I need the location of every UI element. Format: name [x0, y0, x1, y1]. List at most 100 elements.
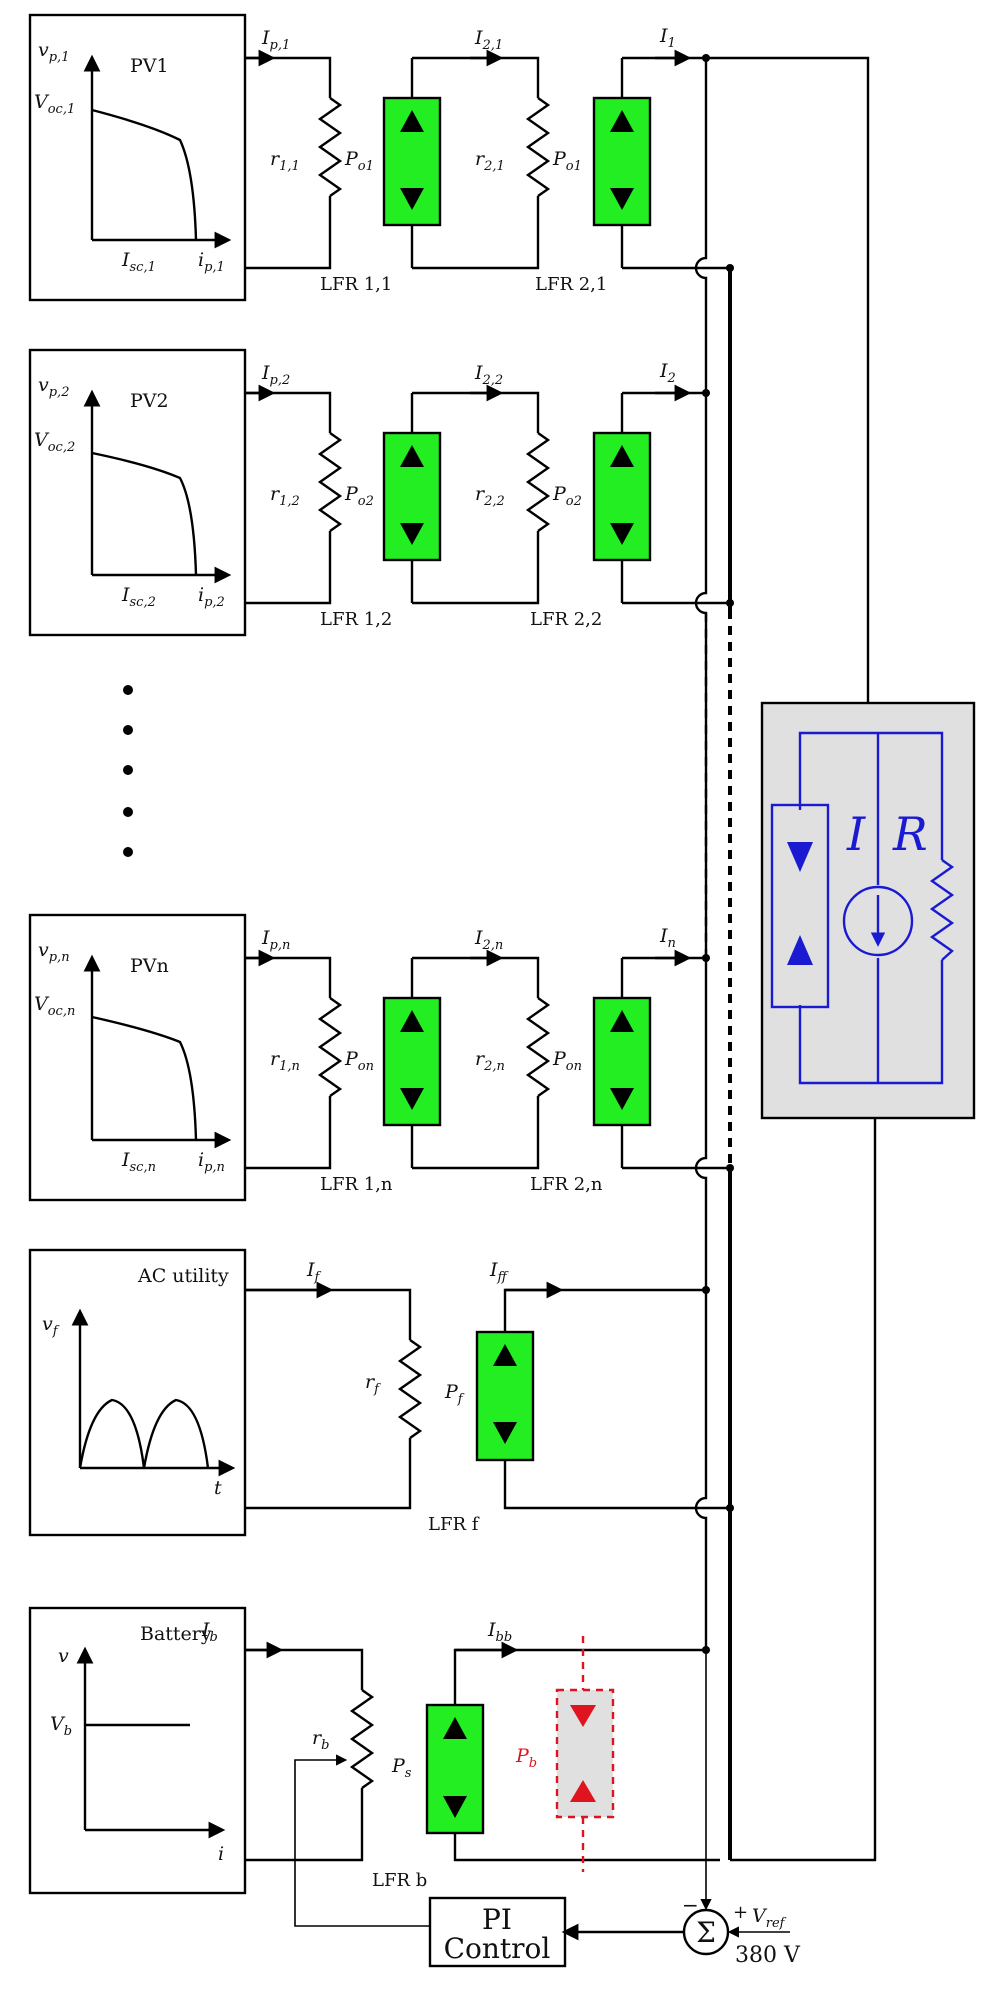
- lfr-f-label: LFR f: [428, 1514, 480, 1535]
- pv2-i2-current: I2,2: [474, 362, 503, 388]
- resistor-rf: [397, 1339, 423, 1439]
- down-triangle-icon: [400, 1088, 424, 1110]
- pv1-ip-label: ip,1: [198, 249, 225, 275]
- battery-box: [28, 1606, 247, 1895]
- pvn-title: PVn: [130, 955, 169, 977]
- pvn-box: [28, 913, 247, 1202]
- pv2-ip-label: ip,2: [198, 584, 225, 610]
- control-loop: PI Control Σ − + Vref 380 V: [428, 1650, 801, 1968]
- pv2-po-label-2: Po2: [552, 483, 582, 509]
- pv2-iv-curve: [91, 451, 198, 576]
- pvn-isc-label: Isc,n: [121, 1149, 156, 1175]
- rb-wiper-arrow: [294, 1754, 430, 1927]
- pv-unit-n: PVn vp,n Voc,n Isc,n ip,n Ip,n r1,n Pon …: [28, 913, 706, 1202]
- ac-utility-box: [28, 1248, 247, 1537]
- down-triangle-icon: [570, 1705, 596, 1727]
- pv2-r2-label: r2,2: [475, 483, 505, 509]
- lfr-1-n-label: LFR 1,n: [320, 1174, 393, 1195]
- up-triangle-icon: [610, 110, 634, 132]
- load-block: I R: [760, 701, 976, 1120]
- ac-iff-current: Iff: [489, 1259, 510, 1285]
- down-triangle-icon: [610, 188, 634, 210]
- resistor-r11: [317, 97, 343, 197]
- pi-control-block: [428, 1896, 567, 1968]
- battery-v-label: v: [58, 1645, 69, 1667]
- resistor-r22: [525, 432, 551, 532]
- pvn-output-current: In: [659, 925, 676, 951]
- load-r-label: R: [892, 807, 928, 861]
- battery-unit: Battery v Vb i Ib rb Ps Pb Ibb LFR b: [28, 1606, 720, 1927]
- battery-i-label: i: [218, 1843, 224, 1865]
- ac-v-label: vf: [42, 1313, 60, 1339]
- down-triangle-icon: [787, 842, 813, 872]
- pv2-ip-current: Ip,2: [261, 362, 290, 388]
- vref-value: 380 V: [735, 1943, 801, 1968]
- vref-label: Vref: [752, 1905, 787, 1931]
- battery-vb-label: Vb: [50, 1713, 72, 1739]
- pv1-output-current: I1: [659, 25, 676, 51]
- pv2-po-label-1: Po2: [344, 483, 374, 509]
- lfr-2-1-label: LFR 2,1: [535, 274, 607, 295]
- resistor-r2n: [525, 997, 551, 1097]
- pv1-iv-curve: [91, 108, 198, 241]
- battery-pb-label: Pb: [515, 1745, 537, 1771]
- battery-virtual-converter: [555, 1636, 615, 1872]
- positive-bus: [694, 58, 708, 1650]
- pvn-r2-label: r2,n: [475, 1048, 505, 1074]
- pv1-r2-label: r2,1: [475, 148, 505, 174]
- down-triangle-icon: [610, 523, 634, 545]
- pv-unit-1: PV1 vp,1 Voc,1 Isc,1 ip,1 Ip,1 r1,1 Po1 …: [28, 13, 706, 302]
- up-triangle-icon: [610, 1010, 634, 1032]
- minus-sign: −: [682, 1893, 699, 1917]
- pvn-v-label: vp,n: [38, 939, 70, 965]
- pv2-voc-label: Voc,2: [34, 429, 75, 455]
- pv1-voc-label: Voc,1: [34, 91, 75, 117]
- dc-bus: [690, 54, 877, 1862]
- battery-ps-label: Ps: [391, 1755, 412, 1781]
- up-triangle-icon: [400, 1010, 424, 1032]
- lfr-2-2-label: LFR 2,2: [530, 609, 602, 630]
- down-triangle-icon: [610, 1088, 634, 1110]
- pv-unit-2: PV2 vp,2 Voc,2 Isc,2 ip,2 Ip,2 r1,2 Po2 …: [28, 348, 706, 637]
- pvn-ip-current: Ip,n: [261, 927, 290, 953]
- rectified-sine-wave: [78, 1398, 210, 1469]
- battery-rb-label: rb: [312, 1727, 329, 1753]
- pv1-po-label-2: Po1: [552, 148, 582, 174]
- resistor-r12: [317, 432, 343, 532]
- up-triangle-icon: [493, 1344, 517, 1366]
- load-i-label: I: [846, 807, 866, 861]
- up-triangle-icon: [400, 445, 424, 467]
- pvn-ip-label: ip,n: [198, 1149, 225, 1175]
- pv1-isc-label: Isc,1: [121, 249, 156, 275]
- pv2-v-label: vp,2: [38, 374, 69, 400]
- resistor-r1n: [317, 997, 343, 1097]
- resistor-rb: [349, 1689, 375, 1789]
- lfr-b-label: LFR b: [372, 1870, 427, 1891]
- current-source-icon: [842, 885, 914, 957]
- pv2-r1-label: r1,2: [270, 483, 300, 509]
- pv1-i2-current: I2,1: [474, 27, 503, 53]
- down-triangle-icon: [400, 188, 424, 210]
- pv2-box: [28, 348, 247, 637]
- pv1-r1-label: r1,1: [270, 148, 300, 174]
- battery-ibb-current: Ibb: [487, 1619, 512, 1645]
- pvn-i2-current: I2,n: [474, 927, 503, 953]
- ac-rf-label: rf: [365, 1371, 381, 1397]
- load-converter: [770, 803, 830, 1009]
- down-triangle-icon: [443, 1796, 467, 1818]
- pv1-box: [28, 13, 247, 302]
- ellipsis-dots: [123, 685, 133, 857]
- ac-if-current: If: [306, 1259, 322, 1285]
- load-box: [760, 701, 976, 1120]
- lfr-2-n-label: LFR 2,n: [530, 1174, 603, 1195]
- pi-label: PI: [482, 1903, 512, 1936]
- up-triangle-icon: [787, 935, 813, 965]
- up-triangle-icon: [443, 1717, 467, 1739]
- load-resistor: [929, 859, 955, 961]
- up-triangle-icon: [610, 445, 634, 467]
- battery-title: Battery: [140, 1623, 212, 1645]
- down-triangle-icon: [493, 1422, 517, 1444]
- pv1-po-label-1: Po1: [344, 148, 374, 174]
- up-triangle-icon: [570, 1780, 596, 1802]
